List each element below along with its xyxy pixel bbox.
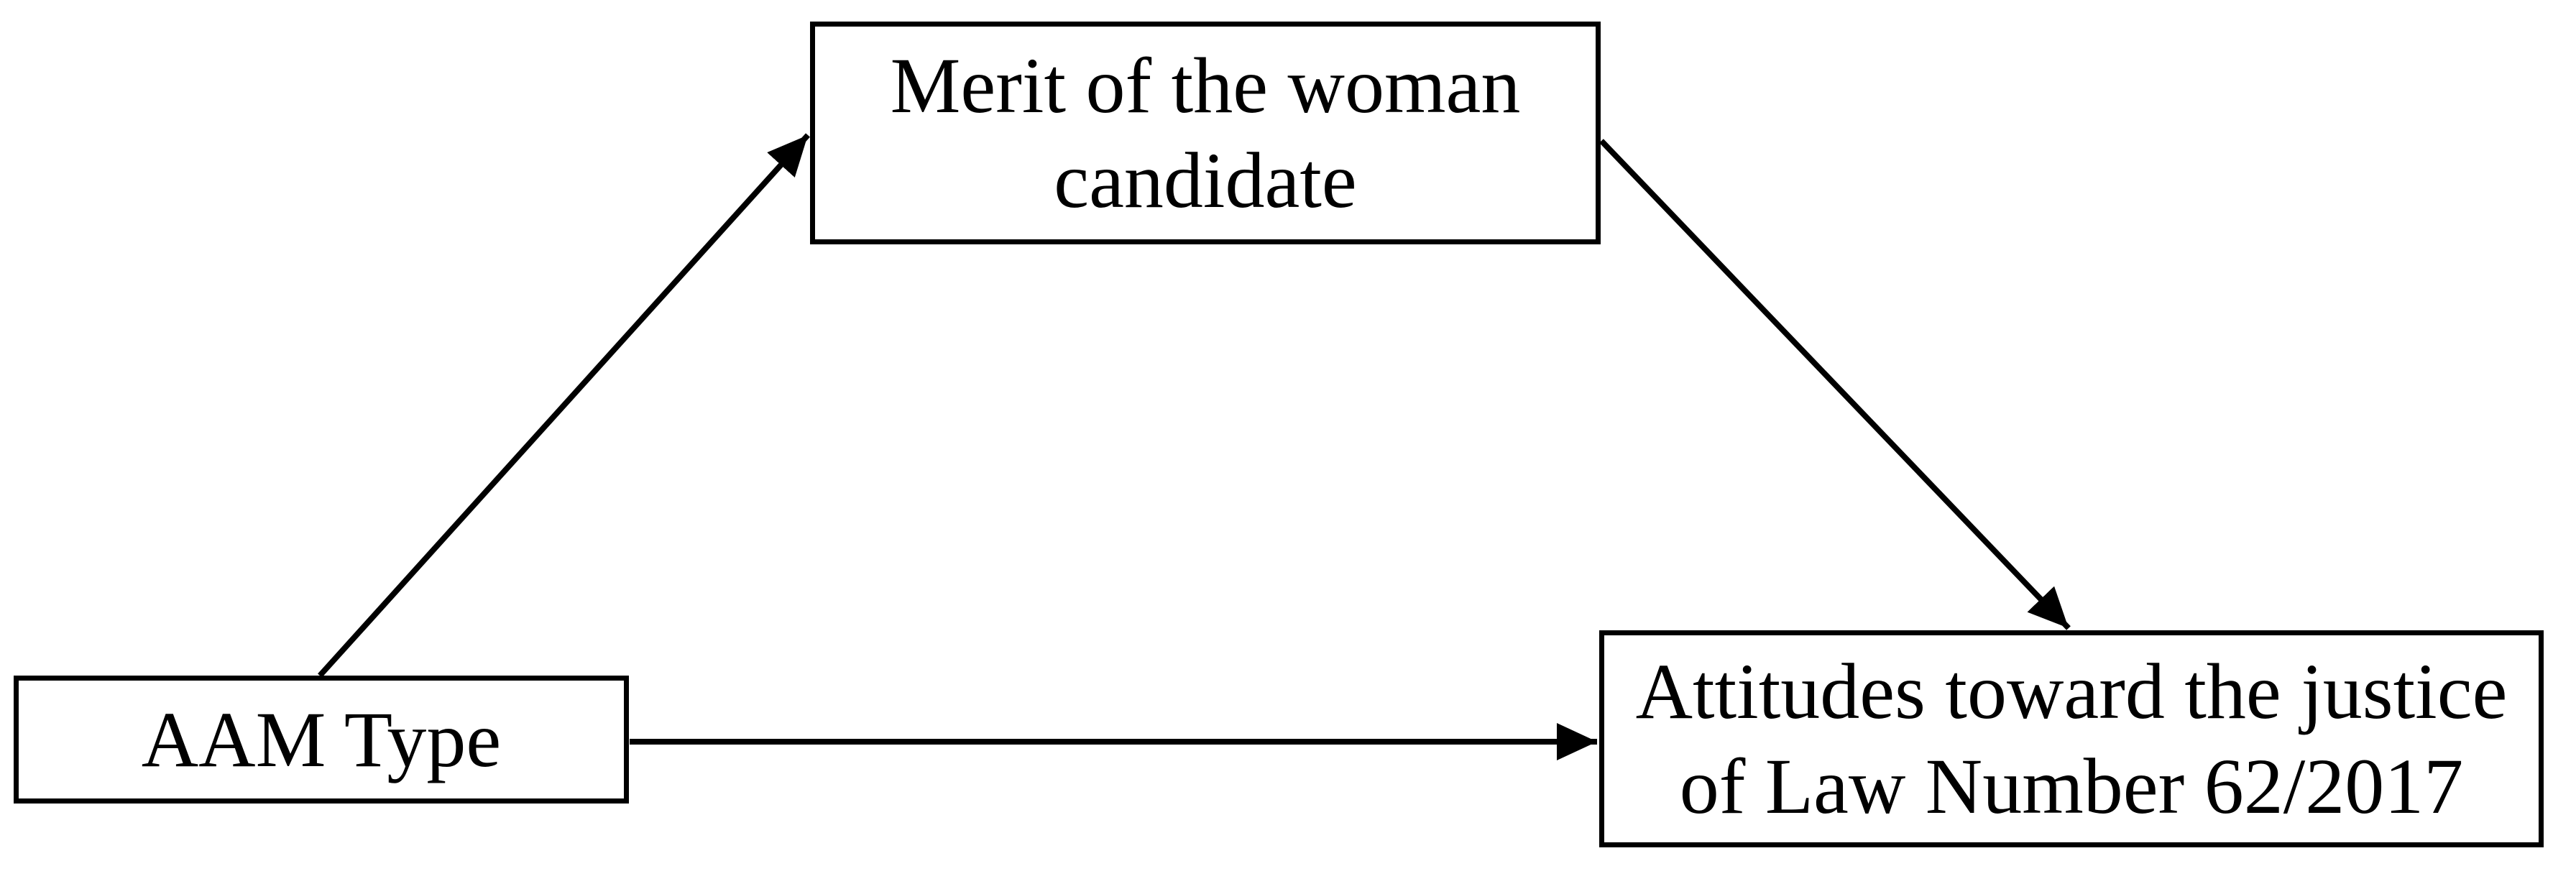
- node-merit-of-woman-candidate: Merit of the woman candidate: [810, 22, 1601, 244]
- arrow-aam-to-merit: [318, 133, 810, 678]
- arrow-merit-to-attitudes: [1599, 139, 2071, 630]
- node-label-line: of Law Number 62/2017: [1679, 742, 2464, 830]
- node-label-line: candidate: [1054, 137, 1357, 224]
- node-label-line: Merit of the woman: [890, 42, 1521, 129]
- node-label-line: Attitudes toward the justice: [1635, 648, 2508, 735]
- node-label-line: AAM Type: [141, 696, 502, 783]
- node-attitudes-toward-justice: Attitudes toward the justice of Law Numb…: [1599, 630, 2544, 847]
- node-aam-type: AAM Type: [14, 676, 629, 804]
